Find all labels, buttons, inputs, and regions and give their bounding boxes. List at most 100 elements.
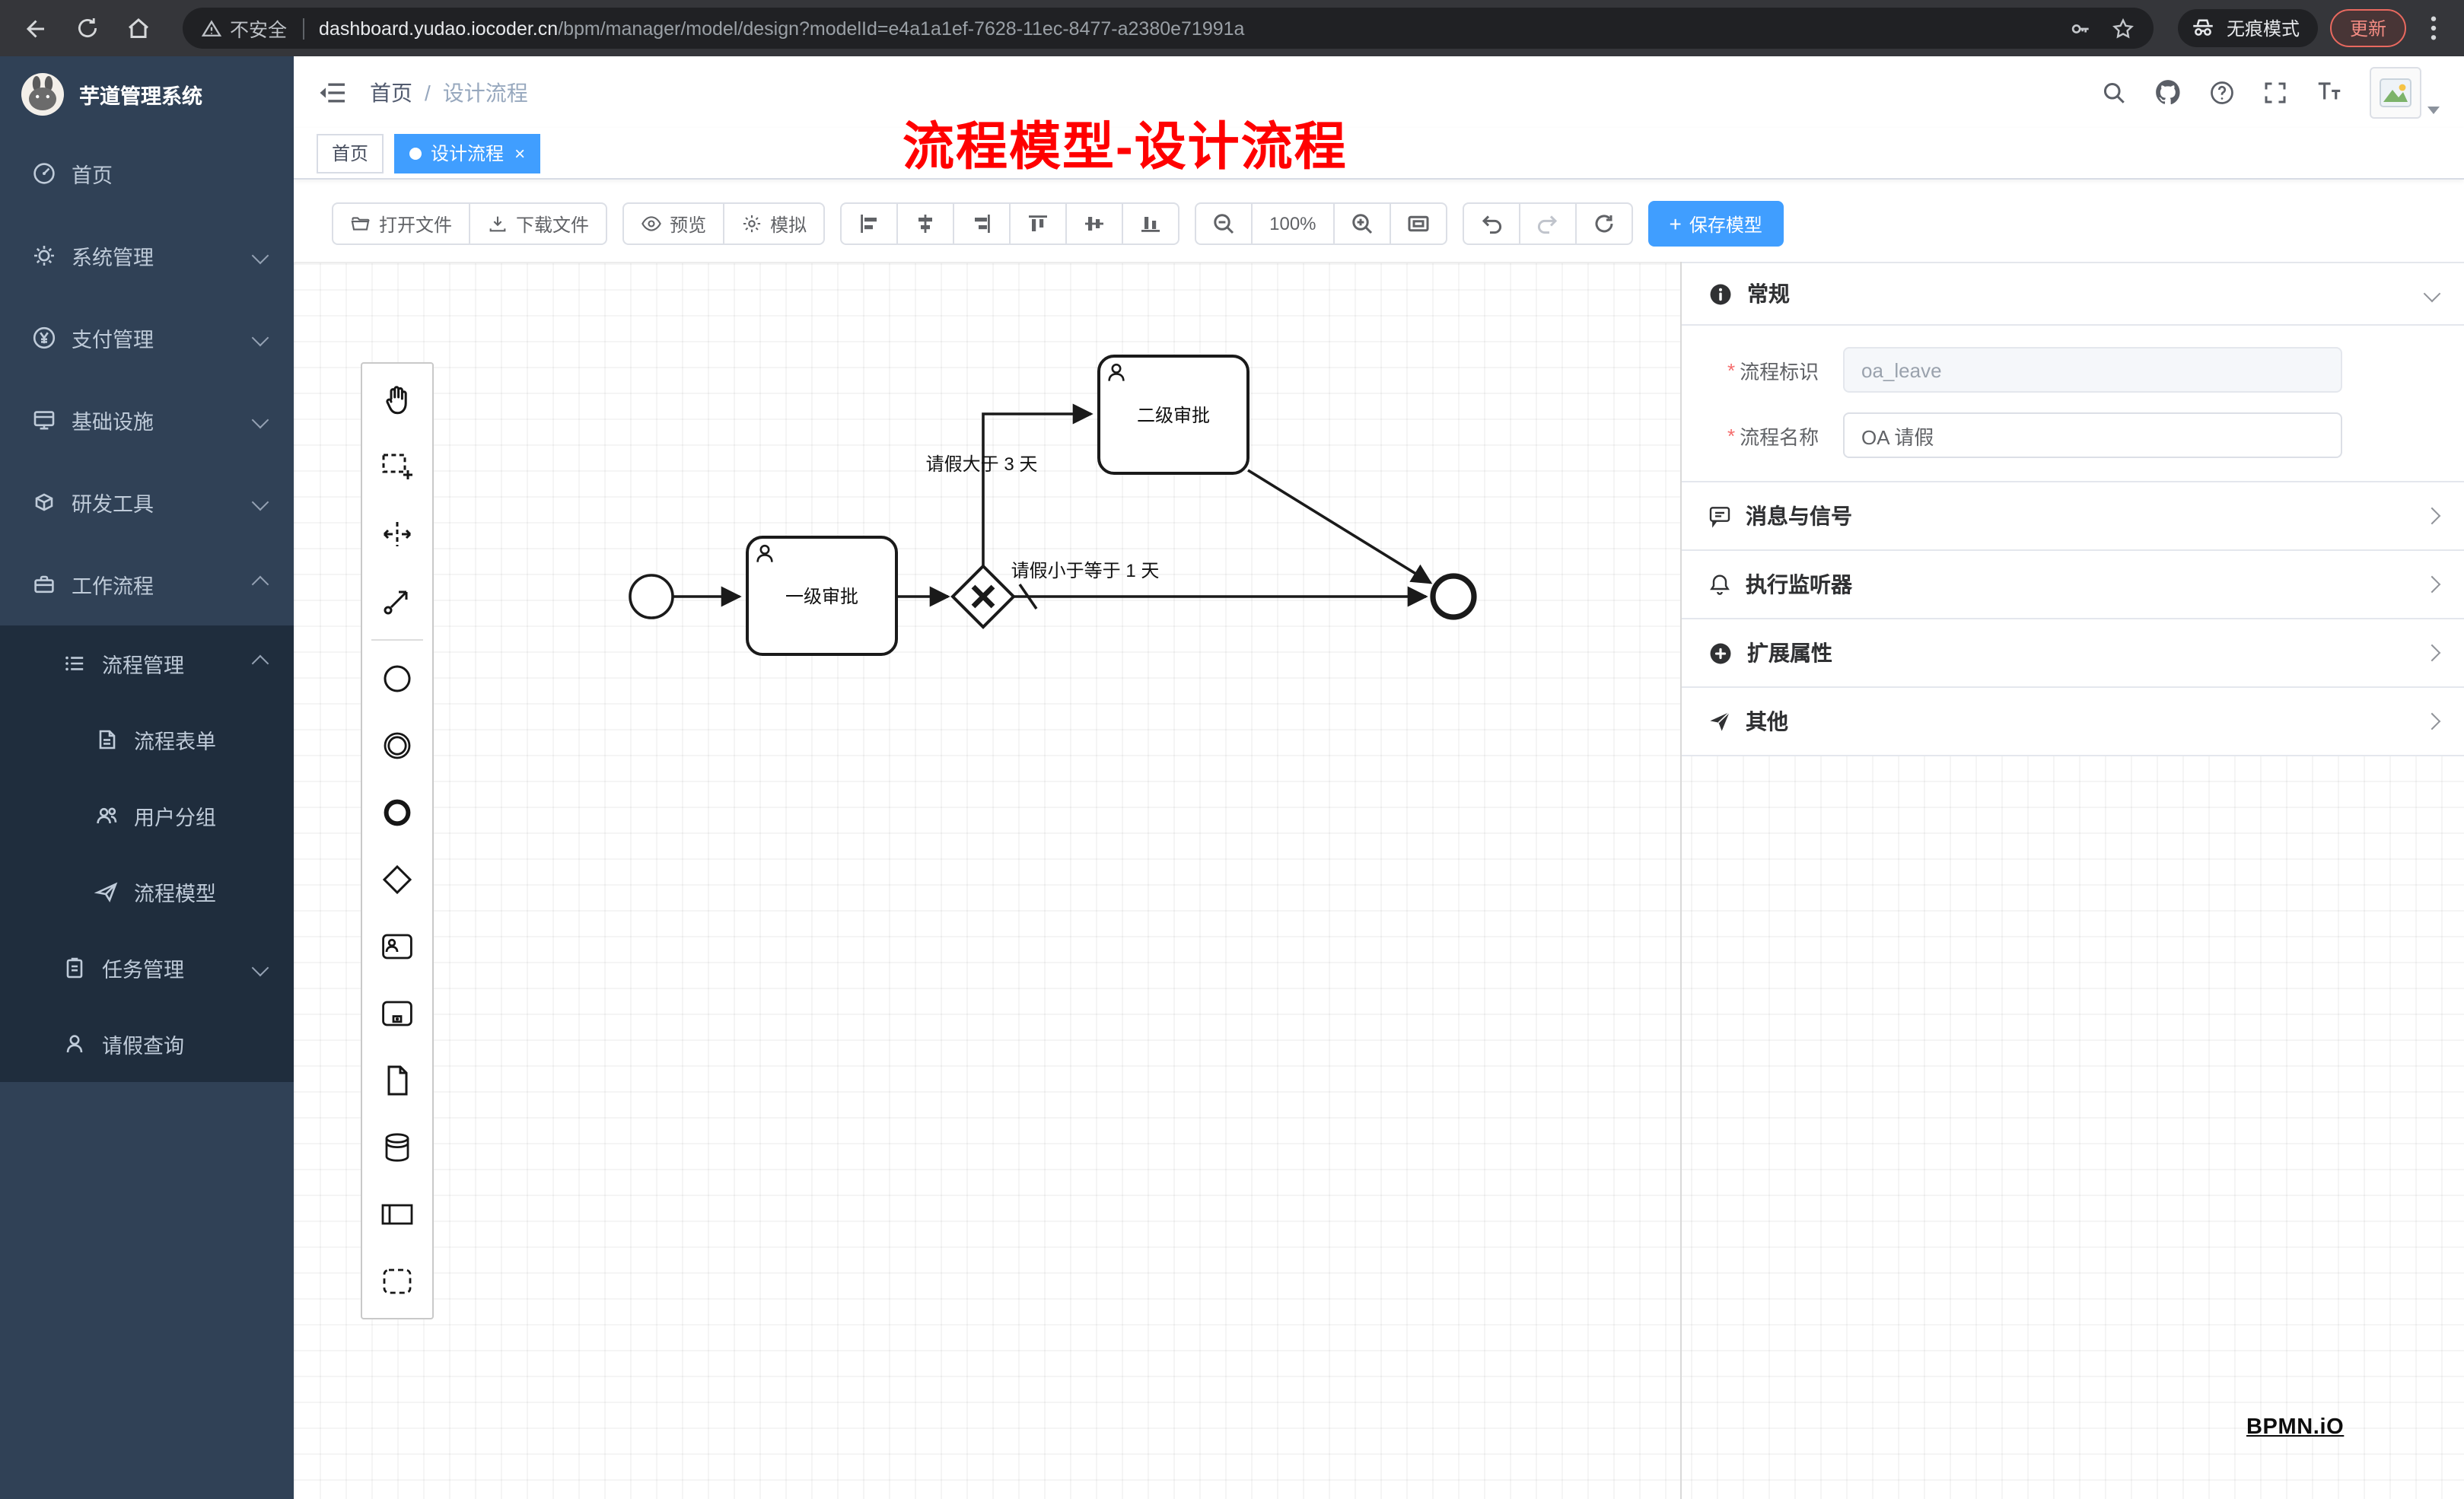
properties-panel: 常规 *流程标识 *流程名称 消息与信号 执行监听器: [1680, 262, 2464, 1499]
password-key-icon[interactable]: [2068, 16, 2093, 40]
zoom-reset-button[interactable]: [1389, 202, 1447, 245]
section-messages-signals[interactable]: 消息与信号: [1682, 482, 2464, 551]
global-connect-tool[interactable]: [362, 568, 432, 635]
annotation-title: 流程模型-设计流程: [903, 119, 1348, 177]
end-event: [1430, 573, 1477, 620]
save-model-button[interactable]: + 保存模型: [1647, 201, 1784, 247]
divider: [302, 18, 304, 39]
align-bottom-button[interactable]: [1122, 202, 1180, 245]
home-button[interactable]: [119, 8, 158, 48]
incognito-icon: [2190, 15, 2216, 41]
chevron-down-icon: [251, 959, 269, 977]
list-icon: [62, 651, 87, 676]
breadcrumb-home[interactable]: 首页: [370, 80, 412, 104]
redo-button[interactable]: [1518, 202, 1577, 245]
zoom-in-button[interactable]: [1332, 202, 1391, 245]
user-avatar[interactable]: [2370, 66, 2440, 118]
bookmark-star-icon[interactable]: [2111, 16, 2135, 40]
refresh-button[interactable]: [1574, 202, 1633, 245]
reload-button[interactable]: [67, 8, 107, 48]
sidebar-item-user-group[interactable]: 用户分组: [0, 778, 294, 854]
close-icon[interactable]: ×: [514, 142, 526, 164]
sidebar-item-leave-query[interactable]: 请假查询: [0, 1006, 294, 1082]
create-participant[interactable]: [362, 1181, 432, 1248]
sidebar-collapse-button[interactable]: [318, 77, 349, 107]
section-extended-attrs[interactable]: 扩展属性: [1682, 619, 2464, 688]
general-fields: *流程标识 *流程名称: [1682, 326, 2464, 482]
create-group[interactable]: [362, 1248, 432, 1315]
fullscreen-icon[interactable]: [2262, 78, 2289, 106]
preview-button[interactable]: 预览: [622, 202, 725, 245]
back-button[interactable]: [15, 8, 55, 48]
sidebar-item-task-mgmt[interactable]: 任务管理: [0, 930, 294, 1006]
align-middle-button[interactable]: [1065, 202, 1124, 245]
avatar-image: [2370, 66, 2421, 118]
sidebar-item-payment[interactable]: 支付管理: [0, 297, 294, 379]
browser-menu-button[interactable]: [2418, 15, 2449, 41]
designer-toolbar: 打开文件 下载文件 预览 模拟: [294, 201, 2464, 247]
lasso-tool[interactable]: [362, 434, 432, 501]
section-execution-listener[interactable]: 执行监听器: [1682, 551, 2464, 619]
address-bar[interactable]: 不安全 dashboard.yudao.iocoder.cn /bpm/mana…: [183, 8, 2154, 49]
info-icon: [1708, 281, 1733, 307]
bpmn-io-logo[interactable]: BPMN.iO: [2246, 1415, 2345, 1440]
search-icon[interactable]: [2100, 78, 2128, 106]
section-general[interactable]: 常规: [1682, 262, 2464, 326]
align-right-button[interactable]: [953, 202, 1011, 245]
sidebar-item-process-form[interactable]: 流程表单: [0, 702, 294, 778]
create-data-object[interactable]: [362, 1047, 432, 1114]
sidebar: 芋道管理系统 首页 系统管理 支付管理 基础设施 研发工具 工作流: [0, 56, 294, 1499]
create-subprocess[interactable]: [362, 980, 432, 1047]
user-icon: [62, 1032, 87, 1056]
sidebar-item-process-mgmt[interactable]: 流程管理: [0, 625, 294, 702]
breadcrumb-current: 设计流程: [442, 80, 528, 104]
hand-tool[interactable]: [362, 367, 432, 434]
font-size-icon[interactable]: [2315, 78, 2344, 107]
chevron-right-icon: [2423, 507, 2441, 525]
yen-icon: [32, 326, 56, 350]
sidebar-item-infra[interactable]: 基础设施: [0, 379, 294, 461]
space-tool[interactable]: [362, 501, 432, 568]
create-start-event[interactable]: [362, 645, 432, 712]
tab-design-process[interactable]: 设计流程 ×: [394, 133, 541, 173]
paper-plane-icon: [94, 880, 119, 904]
required-mark: *: [1727, 424, 1736, 447]
align-left-button[interactable]: [840, 202, 899, 245]
simulate-button[interactable]: 模拟: [723, 202, 826, 245]
sidebar-item-system[interactable]: 系统管理: [0, 215, 294, 297]
help-icon[interactable]: [2208, 78, 2236, 106]
download-file-button[interactable]: 下载文件: [469, 202, 608, 245]
align-top-button[interactable]: [1009, 202, 1068, 245]
create-data-store[interactable]: [362, 1114, 432, 1181]
user-task-level2: 二级审批: [1097, 355, 1250, 475]
zoom-out-button[interactable]: [1195, 202, 1253, 245]
tab-home[interactable]: 首页: [317, 133, 384, 173]
create-end-event[interactable]: [362, 779, 432, 846]
sidebar-item-process-model[interactable]: 流程模型: [0, 854, 294, 930]
chevron-right-icon: [2423, 644, 2441, 662]
open-file-button[interactable]: 打开文件: [332, 202, 471, 245]
app-title: 芋道管理系统: [79, 85, 202, 108]
send-icon: [1708, 709, 1732, 734]
create-user-task[interactable]: [362, 913, 432, 980]
chrome-update-button[interactable]: 更新: [2329, 9, 2406, 47]
breadcrumb-separator: /: [425, 80, 431, 104]
undo-button[interactable]: [1462, 202, 1520, 245]
field-process-name: *流程名称: [1682, 412, 2464, 458]
create-gateway[interactable]: [362, 846, 432, 913]
app-header: 首页 / 设计流程: [294, 56, 2464, 128]
active-dot: [409, 147, 422, 159]
sidebar-item-home[interactable]: 首页: [0, 132, 294, 215]
sidebar-item-workflow[interactable]: 工作流程: [0, 543, 294, 625]
process-name-input[interactable]: [1843, 412, 2342, 458]
users-icon: [94, 804, 119, 828]
section-other[interactable]: 其他: [1682, 688, 2464, 756]
bpmn-diagram[interactable]: 一级审批 二级审批 请假大于 3 天 请假小于等于 1 天: [294, 180, 1680, 1499]
field-process-key: *流程标识: [1682, 347, 2464, 393]
bpmn-designer: 打开文件 下载文件 预览 模拟: [294, 180, 2464, 1499]
sidebar-item-devtools[interactable]: 研发工具: [0, 461, 294, 543]
create-intermediate-event[interactable]: [362, 712, 432, 779]
github-icon[interactable]: [2154, 78, 2182, 107]
align-center-button[interactable]: [896, 202, 955, 245]
